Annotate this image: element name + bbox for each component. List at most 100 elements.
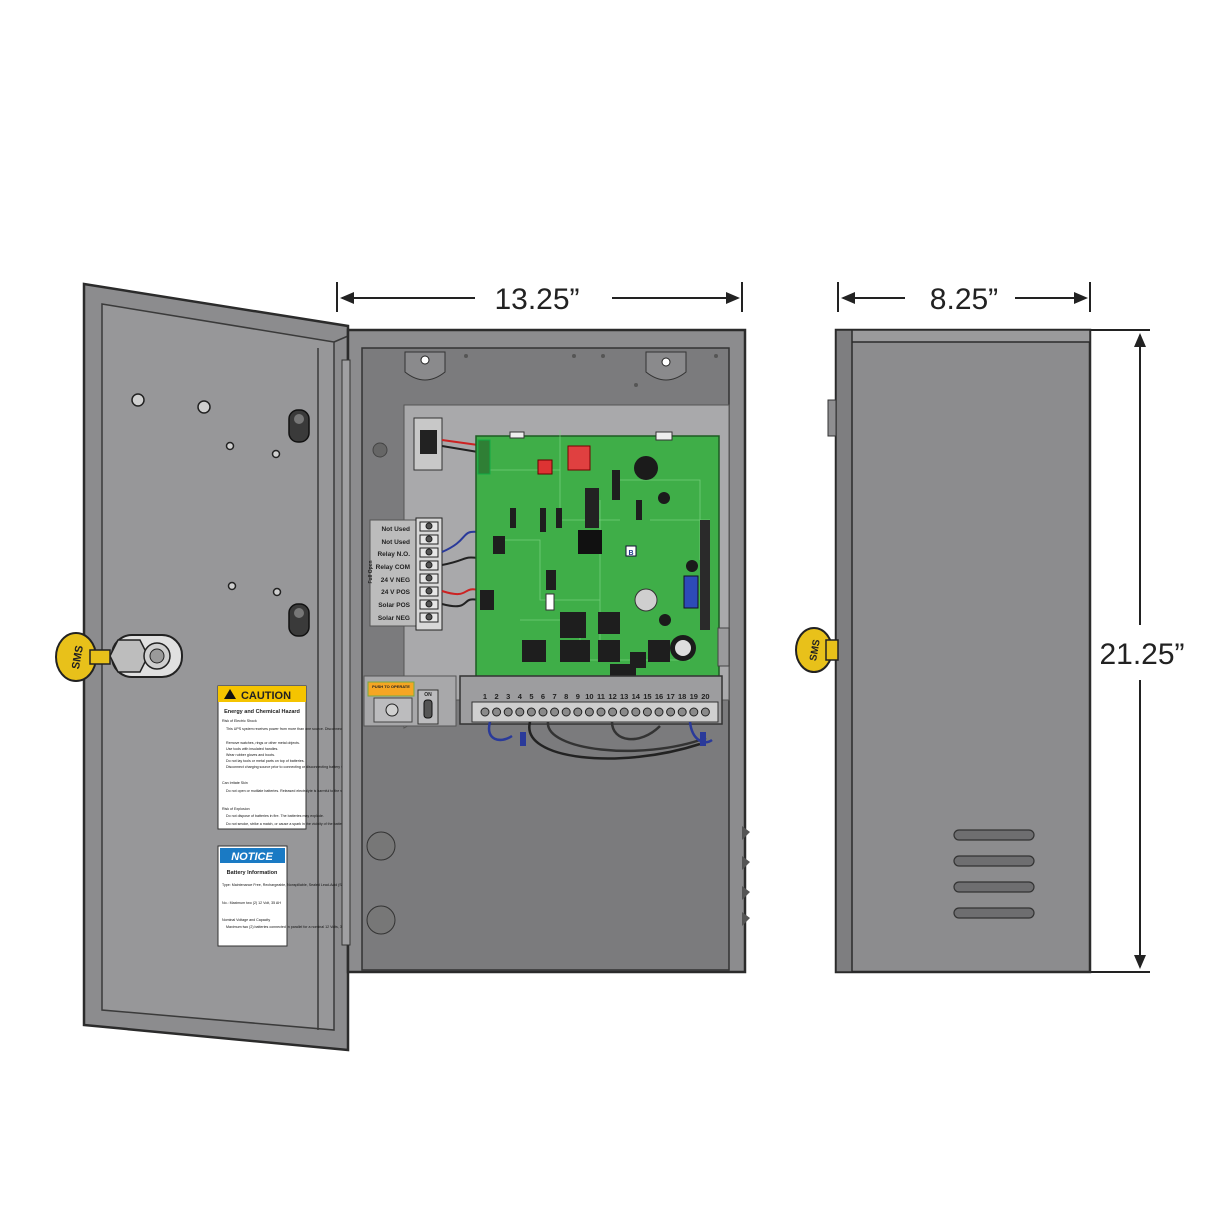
terminal-number: 3 xyxy=(506,692,510,701)
caution-line: Disconnect charging source prior to conn… xyxy=(226,765,357,769)
side-key-brand: SMS xyxy=(808,638,823,662)
terminal-label: Solar POS xyxy=(378,602,410,609)
caution-subtitle: Energy and Chemical Hazard xyxy=(224,709,300,715)
terminal-number: 6 xyxy=(541,692,545,701)
terminal-screw xyxy=(619,707,629,717)
terminal-screw xyxy=(596,707,606,717)
terminal-number: 7 xyxy=(553,692,557,701)
caution-line: Do not dispose of batteries in fire. The… xyxy=(226,814,324,818)
terminal-number: 19 xyxy=(690,692,698,701)
terminal-label: 24 V POS xyxy=(381,589,411,596)
notice-label: NOTICE Battery Information Type: Mainten… xyxy=(217,845,382,947)
depth-dimension xyxy=(837,282,1091,312)
height-dimension xyxy=(1090,329,1150,973)
side-bracket xyxy=(717,627,730,667)
terminal-number: 10 xyxy=(585,692,593,701)
circuit-board: B xyxy=(475,430,720,697)
terminal-screw xyxy=(561,707,571,717)
height-dimension-label: 21.25” xyxy=(1099,638,1184,671)
terminal-screw xyxy=(515,707,525,717)
terminal-screw xyxy=(550,707,560,717)
terminal-number: 16 xyxy=(655,692,663,701)
caution-line: This UPS system receives power from more… xyxy=(226,727,407,731)
terminal-screw xyxy=(631,707,641,717)
bottom-wires xyxy=(487,721,713,760)
terminal-screw xyxy=(538,707,548,717)
terminal-number: 17 xyxy=(666,692,674,701)
terminal-screw xyxy=(573,707,583,717)
terminal-group-label: Full Open xyxy=(368,560,374,583)
notice-subtitle: Battery Information xyxy=(227,870,278,876)
terminal-number: 2 xyxy=(495,692,499,701)
terminal-screw xyxy=(503,707,513,717)
terminal-number: 1 xyxy=(483,692,487,701)
caution-line: Do not lay tools or metal parts on top o… xyxy=(226,759,305,763)
terminal-label-panel: Not Used Not Used Relay N.O. Relay COM 2… xyxy=(368,519,417,627)
door-lock[interactable] xyxy=(109,634,183,678)
width-dimension-label: 13.25” xyxy=(494,283,579,316)
terminal-screw xyxy=(654,707,664,717)
terminal-block xyxy=(415,517,443,631)
notice-line: Maximum two (2) batteries connected in p… xyxy=(226,925,382,929)
svg-text:B: B xyxy=(628,550,633,557)
terminal-screw xyxy=(492,707,502,717)
key-brand: SMS xyxy=(70,645,86,671)
terminal-screw xyxy=(677,707,687,717)
terminal-number: 9 xyxy=(576,692,580,701)
terminal-screw xyxy=(700,707,710,717)
notice-title: NOTICE xyxy=(231,851,273,863)
notice-line: No.: Maximum two (2) 12 Volt, 35 AH xyxy=(222,901,281,905)
terminal-number: 13 xyxy=(620,692,628,701)
terminal-label: Not Used xyxy=(381,539,410,546)
caution-label: CAUTION Energy and Chemical Hazard Risk … xyxy=(217,685,407,830)
terminal-number: 18 xyxy=(678,692,686,701)
hinge xyxy=(341,359,351,946)
terminal-number: 8 xyxy=(564,692,568,701)
side-key-icon: SMS xyxy=(795,627,839,673)
terminal-label: Relay N.O. xyxy=(377,551,410,558)
terminal-screw xyxy=(526,707,536,717)
terminal-label: Not Used xyxy=(381,526,410,533)
terminal-number: 15 xyxy=(643,692,651,701)
relay-module xyxy=(413,417,479,471)
notice-line: Type: Maintenance Free, Rechargeable, No… xyxy=(222,883,347,887)
mounting-holes xyxy=(366,351,718,935)
terminal-number: 4 xyxy=(518,692,523,701)
caution-line: Do not open or mutilate batteries. Relea… xyxy=(226,789,388,793)
key-icon: SMS xyxy=(55,632,111,682)
caution-title: CAUTION xyxy=(241,690,291,702)
switch-label: ON xyxy=(424,692,432,698)
door-latches xyxy=(288,409,310,637)
push-label: PUSH TO OPERATE xyxy=(372,684,410,689)
caution-line: Can Irritate Skin xyxy=(222,781,248,785)
caution-line: Wear rubber gloves and boots. xyxy=(226,753,275,757)
caution-line: Use tools with insulated handles. xyxy=(226,747,278,751)
terminal-number: 20 xyxy=(701,692,709,701)
door-fasteners xyxy=(131,393,282,597)
width-dimension xyxy=(336,282,743,312)
terminal-number: 11 xyxy=(597,692,605,701)
caution-line: Remove watches, rings or other metal obj… xyxy=(226,741,300,745)
depth-dimension-label: 8.25” xyxy=(930,283,998,316)
enclosure-side-view xyxy=(827,328,1092,974)
terminal-screw xyxy=(480,707,490,717)
terminal-number: 12 xyxy=(608,692,616,701)
terminal-label: 24 V NEG xyxy=(381,577,410,584)
caution-line: Do not smoke, strike a match, or cause a… xyxy=(226,822,348,826)
caution-line: Risk of Electric Shock xyxy=(222,719,257,723)
terminal-number: 14 xyxy=(632,692,641,701)
terminal-screw xyxy=(689,707,699,717)
caution-line: Risk of Explosion xyxy=(222,807,250,811)
side-louvers xyxy=(742,826,750,926)
terminal-screw xyxy=(666,707,676,717)
terminal-screw xyxy=(584,707,594,717)
notice-line: Nominal Voltage and Capacity xyxy=(222,918,270,922)
toggle-switch[interactable] xyxy=(423,699,433,719)
terminal-wires xyxy=(441,530,479,608)
terminal-label: Relay COM xyxy=(376,564,410,571)
terminal-screw xyxy=(642,707,652,717)
terminal-label: Solar NEG xyxy=(378,615,410,622)
terminal-number: 5 xyxy=(529,692,533,701)
